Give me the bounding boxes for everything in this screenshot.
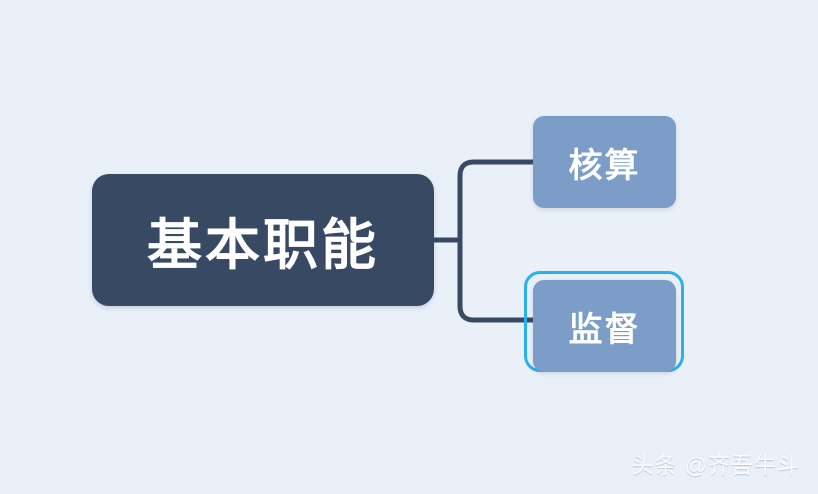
connector-branch-top bbox=[457, 159, 535, 240]
mindmap-child-node-hesuan[interactable]: 核算 bbox=[533, 116, 676, 208]
watermark-text: 头条 @齐吾牛斗 bbox=[631, 453, 800, 478]
mindmap-child-node-jiandu[interactable]: 监督 bbox=[533, 280, 676, 372]
mindmap-root-node[interactable]: 基本职能 bbox=[92, 174, 434, 306]
